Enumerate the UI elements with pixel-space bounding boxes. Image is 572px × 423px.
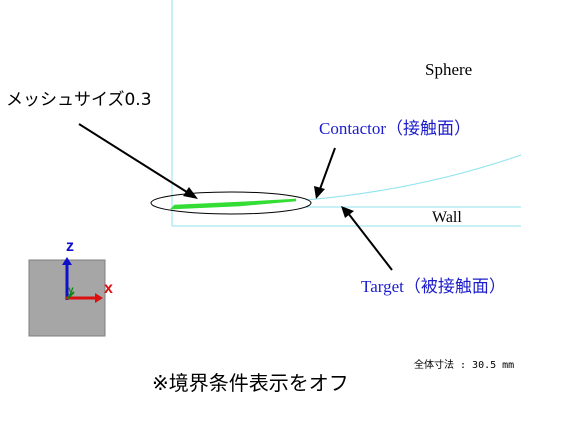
overall-dimension-label: 全体寸法 : 30.5 mm bbox=[414, 360, 515, 371]
contactor-arrow bbox=[319, 147, 336, 190]
axis-z-label: z bbox=[66, 238, 74, 255]
contactor-arrow-head bbox=[314, 186, 325, 199]
triad-x-arrow-head bbox=[95, 293, 103, 303]
mesh-highlight-ellipse bbox=[150, 191, 312, 215]
axis-y-label: y bbox=[68, 285, 74, 296]
boundary-condition-note: ※境界条件表示をオフ bbox=[152, 371, 349, 395]
mesh-arrow bbox=[78, 123, 191, 195]
mesh-region bbox=[169, 198, 297, 210]
mesh-arrow-head bbox=[183, 187, 198, 199]
wall-label: Wall bbox=[432, 209, 462, 226]
sphere-label: Sphere bbox=[425, 60, 473, 79]
sphere-surface-curve bbox=[305, 154, 522, 201]
triad-z-arrow-head bbox=[62, 257, 72, 265]
triad-y-axis bbox=[66, 291, 75, 300]
target-label: Target（被接触面） bbox=[361, 277, 506, 296]
target-arrow bbox=[347, 212, 393, 271]
axis-x-label: x bbox=[104, 280, 113, 297]
mesh-size-label: メッシュサイズ0.3 bbox=[6, 90, 152, 110]
contactor-label: Contactor（接触面） bbox=[319, 119, 472, 138]
target-arrow-head bbox=[341, 206, 354, 218]
